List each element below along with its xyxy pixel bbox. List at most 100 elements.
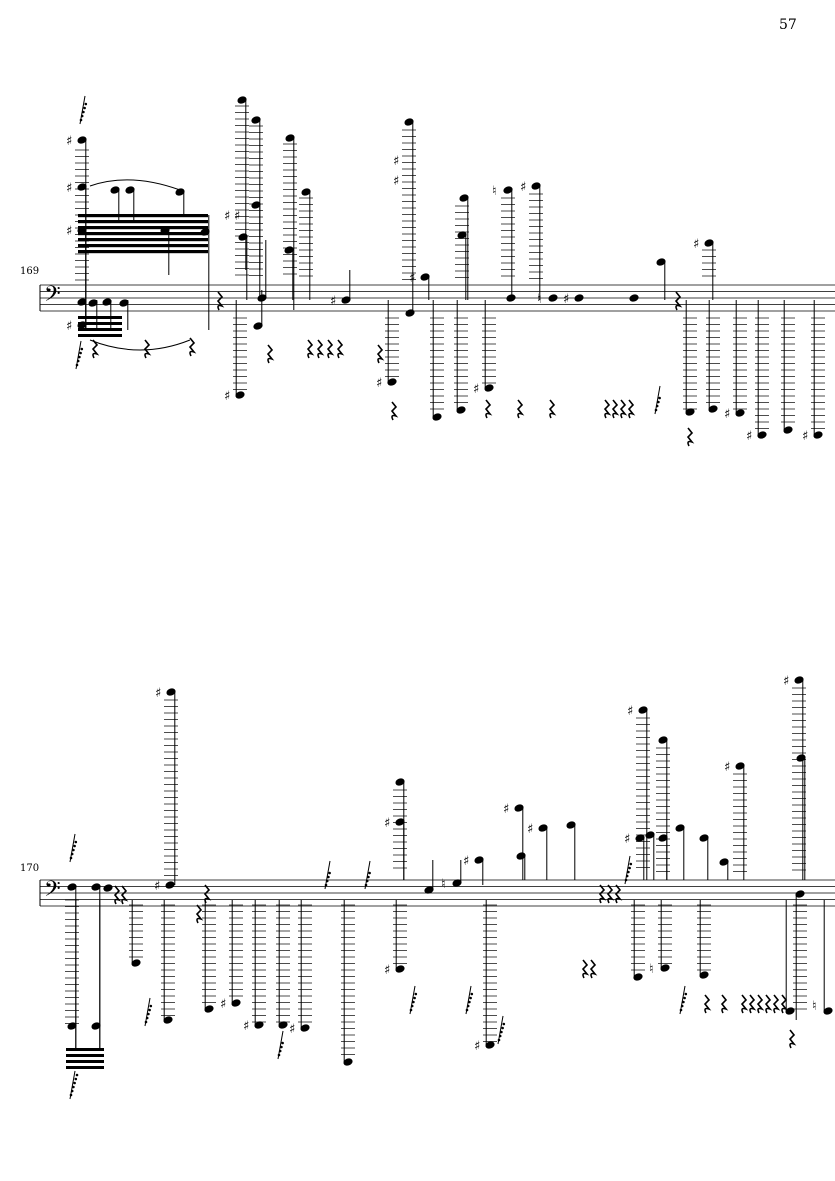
natural-icon: ♮: [492, 184, 497, 199]
notehead: [506, 294, 516, 302]
grace-dot: [79, 118, 83, 122]
grace-dot: [465, 1008, 469, 1012]
grace-dot: [412, 1000, 415, 1004]
quarter-rest-icon: [516, 399, 525, 419]
notehead: [125, 186, 135, 194]
notehead: [699, 834, 709, 842]
notehead: [459, 194, 469, 202]
grace-dot: [679, 1008, 683, 1012]
notehead: [474, 856, 484, 864]
beam: [78, 322, 122, 325]
notehead: [395, 818, 405, 826]
slur: [89, 339, 191, 351]
grace-dot: [682, 1000, 685, 1004]
notehead: [645, 831, 655, 839]
quarter-rest-icon: [216, 291, 225, 311]
grace-dot: [74, 1077, 78, 1081]
grace-dot: [469, 996, 472, 1000]
notehead: [285, 134, 295, 142]
grace-dot: [654, 408, 658, 412]
sharp-icon: ♯: [724, 407, 730, 422]
grace-dot: [278, 1049, 282, 1053]
quarter-rest-icon: [188, 337, 197, 357]
quarter-rest-icon: [581, 959, 590, 979]
grace-dot: [413, 996, 416, 1000]
quarter-rest-icon: [756, 994, 765, 1014]
notehead: [387, 378, 397, 386]
grace-dot: [73, 1081, 76, 1085]
notehead: [699, 971, 709, 979]
grace-dot: [497, 1038, 501, 1042]
sharp-icon: ♯: [627, 704, 633, 719]
grace-dot: [501, 1026, 504, 1030]
grace-dot: [280, 1045, 283, 1049]
quarter-rest-icon: [326, 339, 335, 359]
notehead: [160, 226, 170, 234]
beam: [78, 220, 208, 224]
sharp-icon: ♯: [463, 854, 469, 869]
bass-clef-icon: 𝄢: [44, 282, 61, 312]
notehead: [675, 824, 685, 832]
quarter-rest-icon: [484, 399, 493, 419]
notehead: [166, 688, 176, 696]
notehead: [638, 706, 648, 714]
slur: [89, 179, 181, 191]
quarter-rest-icon: [548, 399, 557, 419]
quarter-rest-icon: [614, 884, 623, 904]
notehead: [67, 883, 77, 891]
beam: [66, 1048, 104, 1051]
sharp-icon: ♯: [802, 429, 808, 444]
notehead: [395, 778, 405, 786]
notehead: [708, 405, 718, 413]
notehead: [301, 188, 311, 196]
quarter-rest-icon: [686, 427, 695, 447]
grace-dot: [629, 862, 633, 866]
sharp-icon: ♯: [154, 879, 160, 894]
grace-dot: [365, 879, 369, 883]
sharp-icon: ♯: [66, 319, 72, 334]
beam: [66, 1054, 104, 1057]
quarter-rest-icon: [780, 994, 789, 1014]
quarter-rest-icon: [120, 885, 129, 905]
sharp-icon: ♯: [693, 237, 699, 252]
grace-dot: [367, 875, 370, 879]
grace-dot: [73, 844, 76, 848]
notehead: [343, 1058, 353, 1066]
notehead: [395, 965, 405, 973]
staff-system-169: 𝄢♯♯♯♯♯♯♯♯♯♯♯♯♯♮♯♮♯♯♯♯♯: [39, 95, 835, 447]
sharp-icon: ♯: [474, 1039, 480, 1054]
sharp-icon: ♯: [520, 180, 526, 195]
notehead: [796, 754, 806, 762]
notehead: [548, 294, 558, 302]
sharp-icon: ♯: [289, 1022, 295, 1037]
quarter-rest-icon: [589, 959, 598, 979]
notehead: [658, 736, 668, 744]
beam-group: [78, 214, 208, 337]
grace-dot: [75, 1073, 79, 1077]
grace-dot: [325, 879, 329, 883]
beam: [78, 316, 122, 319]
grace-dot: [80, 347, 84, 351]
notehead: [485, 1041, 495, 1049]
notehead: [629, 294, 639, 302]
notehead: [794, 676, 804, 684]
sharp-icon: ♯: [66, 224, 72, 239]
notehead: [163, 1016, 173, 1024]
beam: [78, 226, 208, 230]
sharp-icon: ♯: [393, 154, 399, 169]
notehead: [635, 834, 645, 842]
natural-icon: ♮: [649, 962, 654, 977]
quarter-rest-icon: [316, 339, 325, 359]
grace-dot: [324, 883, 328, 887]
page-number: 57: [779, 17, 797, 33]
notehead: [284, 246, 294, 254]
grace-dot: [80, 114, 84, 118]
grace-dot: [75, 363, 79, 367]
grace-dot: [498, 1034, 502, 1038]
notehead: [484, 384, 494, 392]
notehead: [251, 116, 261, 124]
quarter-rest-icon: [306, 339, 315, 359]
sharp-icon: ♯: [234, 209, 240, 224]
quarter-rest-icon: [703, 994, 712, 1014]
